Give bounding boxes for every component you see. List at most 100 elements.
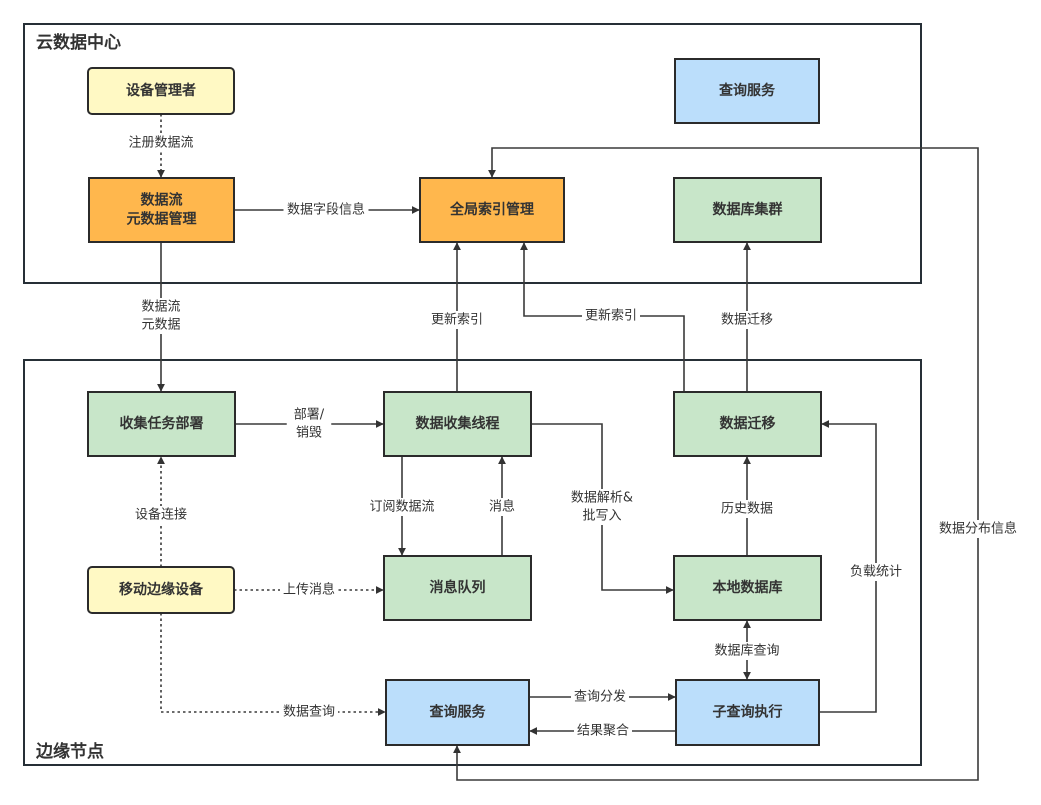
node-box: [673, 177, 822, 243]
edge-label-text: 数据迁移: [721, 313, 773, 328]
node-label: 数据迁移: [720, 415, 776, 432]
edge-label-background: [566, 489, 638, 525]
edge-labels-layer: 注册数据流数据字段信息数据流元数据更新索引更新索引数据迁移部署/销毁设备连接订阅…: [125, 134, 1021, 740]
edge-label-background: [574, 722, 632, 740]
edge-label-background: [486, 498, 518, 516]
edge-label-migrate-to-cluster: 数据迁移: [718, 311, 776, 329]
node-label: 本地数据库: [713, 579, 783, 596]
node-label: 数据收集线程: [416, 415, 500, 432]
edge-label-text: 上传消息: [283, 582, 335, 598]
node-collect-thread: 数据收集线程: [383, 391, 532, 457]
edge-label-history-data: 历史数据: [718, 500, 776, 518]
edge-label-field-info: 数据字段信息: [283, 201, 369, 219]
node-box: [385, 679, 530, 746]
edge-label-background: [847, 563, 905, 581]
edge-label-background: [718, 311, 776, 329]
edge-label-text: 注册数据流: [128, 136, 193, 151]
node-local-db: 本地数据库: [673, 555, 822, 621]
edge-label-background: [571, 688, 629, 706]
node-box: [674, 58, 820, 124]
edge-label-background: [138, 298, 184, 334]
node-label: 查询服务: [719, 82, 776, 99]
edge-label-db-query: 数据库查询: [711, 642, 783, 660]
edge-label-text: 元数据: [141, 318, 180, 333]
node-label: 移动边缘设备: [119, 581, 204, 598]
node-label: 设备管理者: [126, 82, 196, 99]
node-box: [87, 566, 235, 614]
node-edge-query-service: 查询服务: [385, 679, 530, 746]
edge-label-background: [283, 201, 369, 219]
node-box: [87, 67, 235, 115]
edge-label-update-index-2: 更新索引: [582, 307, 640, 325]
node-label: 消息队列: [430, 579, 486, 596]
edge-label-register-stream: 注册数据流: [125, 134, 197, 152]
node-box: [88, 177, 235, 243]
node-box: [419, 177, 565, 243]
edge-label-update-index-1: 更新索引: [428, 311, 486, 329]
edge-label-result-aggregate: 结果聚合: [574, 722, 632, 740]
edge-label-data-query: 数据查询: [280, 703, 338, 721]
node-cloud-query-service: 查询服务: [674, 58, 820, 124]
edge-label-background: [280, 581, 338, 599]
edge-label-background: [711, 642, 783, 660]
node-message-queue: 消息队列: [383, 555, 532, 621]
edge-label-text: 查询分发: [574, 689, 626, 705]
nodes-layer: 设备管理者数据流元数据管理全局索引管理查询服务数据库集群收集任务部署数据收集线程…: [87, 58, 822, 746]
node-task-deploy: 收集任务部署: [87, 391, 236, 457]
edge-label-background: [132, 506, 190, 524]
node-box: [383, 555, 532, 621]
edge-label-distribution-info: 数据分布信息: [935, 520, 1021, 538]
edge-label-text: 销毁: [296, 426, 322, 441]
edge-label-text: 数据分布信息: [939, 521, 1017, 537]
edge-label-text: 设备连接: [135, 507, 187, 523]
edge-label-deploy-destroy: 部署/销毁: [286, 406, 332, 442]
node-db-cluster: 数据库集群: [673, 177, 822, 243]
edge-label-text: 数据字段信息: [287, 202, 365, 218]
edge-label-background: [935, 520, 1021, 538]
edge-label-background: [366, 498, 438, 516]
edge-label-background: [286, 406, 332, 442]
edge-label-text: 负载统计: [850, 565, 902, 580]
edge-label-subscribe-stream: 订阅数据流: [366, 498, 438, 516]
node-label: 收集任务部署: [120, 415, 204, 432]
node-box: [673, 555, 822, 621]
node-label: 数据库集群: [713, 201, 783, 218]
cloud-container-label: 云数据中心: [36, 32, 121, 53]
node-label: 数据流: [141, 192, 183, 209]
edge-data-query: [160, 613, 386, 716]
edge-container-label: 边缘节点: [35, 741, 104, 762]
node-device-manager: 设备管理者: [87, 67, 235, 115]
node-data-migration: 数据迁移: [673, 391, 822, 457]
node-label: 子查询执行: [713, 704, 783, 721]
edge-label-text: 部署/: [294, 408, 325, 423]
edge-label-message: 消息: [486, 498, 518, 516]
node-box: [673, 391, 822, 457]
node-box: [87, 391, 236, 457]
edge-label-text: 更新索引: [585, 308, 637, 324]
edge-label-text: 消息: [489, 499, 515, 515]
edge-label-parse-batch-write: 数据解析&批写入: [566, 489, 638, 525]
edge-label-device-connect: 设备连接: [132, 506, 190, 524]
node-label: 元数据管理: [127, 211, 197, 228]
edge-label-background: [125, 134, 197, 152]
edge-label-text: 数据库查询: [714, 643, 779, 659]
edge-label-background: [582, 307, 640, 325]
edge-label-background: [428, 311, 486, 329]
node-label: 全局索引管理: [449, 201, 534, 218]
edge-label-text: 数据查询: [283, 705, 335, 720]
edge-label-load-stats: 负载统计: [847, 563, 905, 581]
edge-label-query-dispatch: 查询分发: [571, 688, 629, 706]
node-label: 查询服务: [430, 704, 487, 721]
edge-label-text: 批写入: [582, 509, 621, 524]
edge-distribution-info: [453, 147, 979, 781]
edge-label-text: 结果聚合: [577, 724, 629, 739]
edge-label-text: 数据流: [141, 300, 180, 315]
node-subquery-exec: 子查询执行: [675, 679, 820, 746]
edge-label-text: 订阅数据流: [369, 500, 434, 515]
edge-label-text: 数据解析&: [571, 491, 633, 506]
node-mobile-device: 移动边缘设备: [87, 566, 235, 614]
node-box: [675, 679, 820, 746]
edge-label-text: 历史数据: [721, 502, 773, 517]
